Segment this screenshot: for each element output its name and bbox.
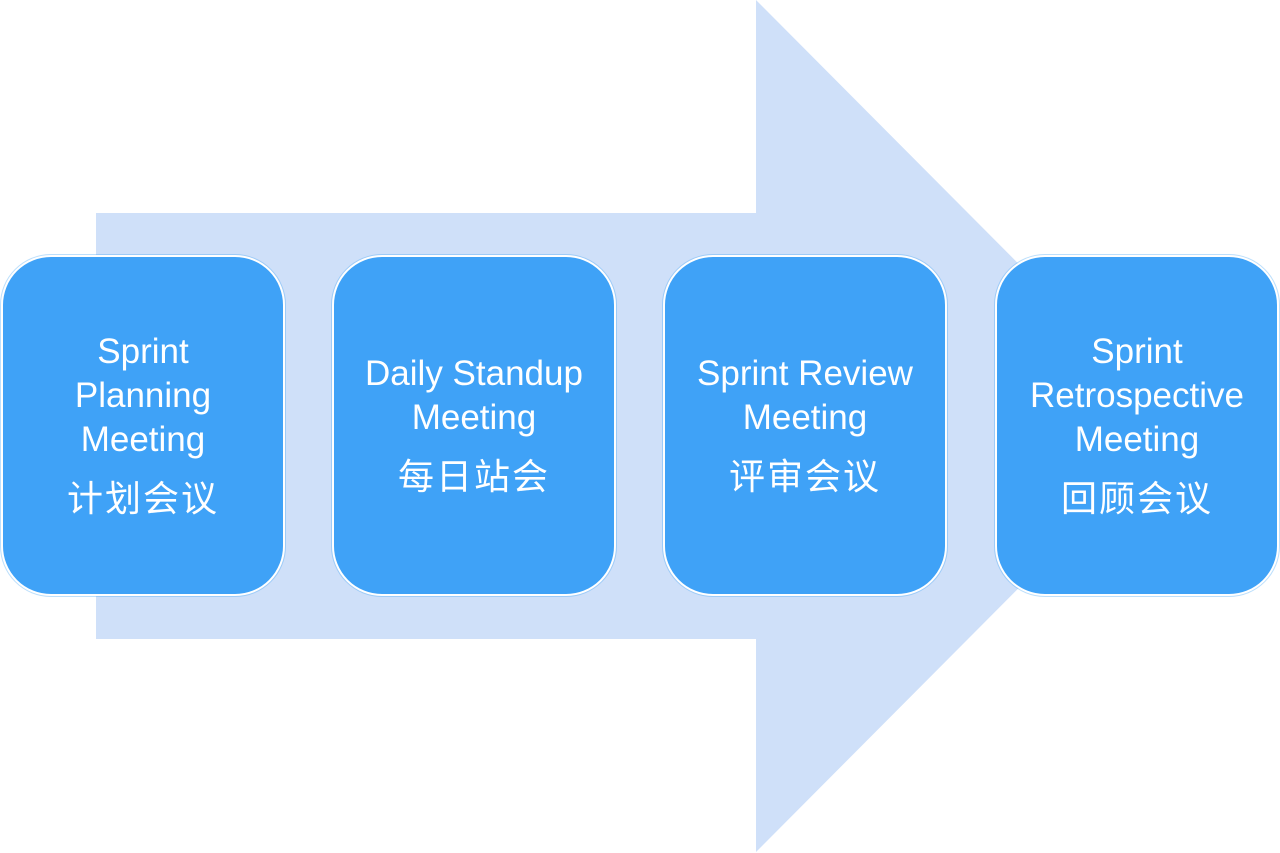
step-box-sprint-retrospective: Sprint Retrospective Meeting 回顾会议 — [995, 255, 1279, 596]
step-title-zh: 评审会议 — [728, 456, 881, 498]
step-title-en: Daily Standup Meeting — [365, 353, 583, 437]
step-title-en: Sprint Retrospective Meeting — [1030, 331, 1244, 459]
step-box-daily-standup: Daily Standup Meeting 每日站会 — [332, 255, 616, 596]
step-title-en: Sprint Review Meeting — [697, 353, 913, 437]
step-title-zh: 每日站会 — [397, 456, 550, 498]
step-title-zh: 计划会议 — [66, 478, 219, 520]
step-box-sprint-planning: Sprint Planning Meeting 计划会议 — [1, 255, 285, 596]
step-title-en: Sprint Planning Meeting — [74, 331, 212, 459]
process-arrow-shape — [96, 0, 1180, 852]
step-box-sprint-review: Sprint Review Meeting 评审会议 — [663, 255, 947, 596]
step-title-zh: 回顾会议 — [1060, 478, 1213, 520]
